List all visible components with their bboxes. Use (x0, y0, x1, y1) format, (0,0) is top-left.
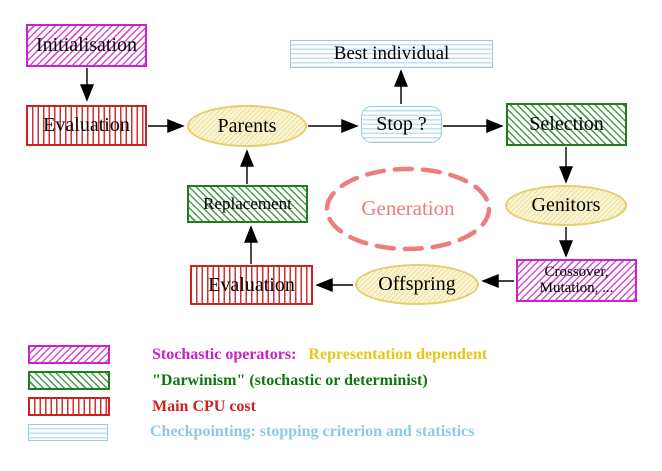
node-evaluation-top: Evaluation (26, 105, 147, 146)
legend-checkpointing-text: Checkpointing: stopping criterion and st… (150, 423, 475, 440)
legend-darwinism-text: "Darwinism" (stochastic or determinist) (152, 371, 428, 389)
node-best-individual-label: Best individual (333, 43, 450, 65)
node-crossover-label-line1: Crossover, (544, 263, 609, 280)
legend-swatch-stochastic-operators (28, 345, 110, 364)
node-initialisation: Initialisation (26, 24, 147, 67)
legend-row-checkpointing: Checkpointing: stopping criterion and st… (28, 423, 474, 441)
node-evaluation-top-label: Evaluation (43, 114, 130, 136)
generation-dashed-ellipse (324, 166, 492, 252)
legend-cpu-text: Main CPU cost (152, 397, 256, 415)
node-offspring: Offspring (355, 264, 479, 305)
node-crossover-mutation: Crossover, Mutation, ... (516, 259, 637, 302)
node-crossover-label-line2: Mutation, ... (539, 279, 614, 296)
node-best-individual: Best individual (290, 40, 493, 68)
legend-row-darwinism: "Darwinism" (stochastic or determinist) (28, 371, 428, 390)
node-genitors-label: Genitors (531, 194, 601, 216)
node-selection: Selection (506, 103, 627, 146)
node-replacement: Replacement (187, 185, 308, 223)
node-evaluation-bottom-label: Evaluation (208, 273, 295, 296)
node-offspring-label: Offspring (378, 273, 456, 295)
node-evaluation-bottom: Evaluation (190, 265, 313, 305)
legend-swatch-main-cpu (28, 397, 110, 416)
node-replacement-label: Replacement (203, 194, 292, 214)
generation-label: Generation (361, 196, 455, 220)
legend-label-stochastic: Stochastic operators: Representation dep… (152, 346, 487, 364)
legend-row-stochastic: Stochastic operators: Representation dep… (28, 345, 487, 364)
node-selection-label: Selection (529, 113, 604, 135)
legend-stochastic-text: Stochastic operators: (152, 345, 297, 363)
legend-swatch-darwinism (28, 371, 110, 390)
node-stop-label: Stop ? (376, 113, 427, 135)
legend-row-cpu: Main CPU cost (28, 397, 256, 416)
node-initialisation-label: Initialisation (35, 34, 138, 56)
legend-swatch-checkpointing (28, 423, 108, 441)
node-genitors: Genitors (505, 185, 627, 226)
node-parents-label: Parents (217, 114, 277, 137)
node-parents: Parents (187, 105, 307, 147)
node-stop: Stop ? (361, 106, 442, 143)
legend-representation-text: Representation dependent (308, 345, 488, 363)
